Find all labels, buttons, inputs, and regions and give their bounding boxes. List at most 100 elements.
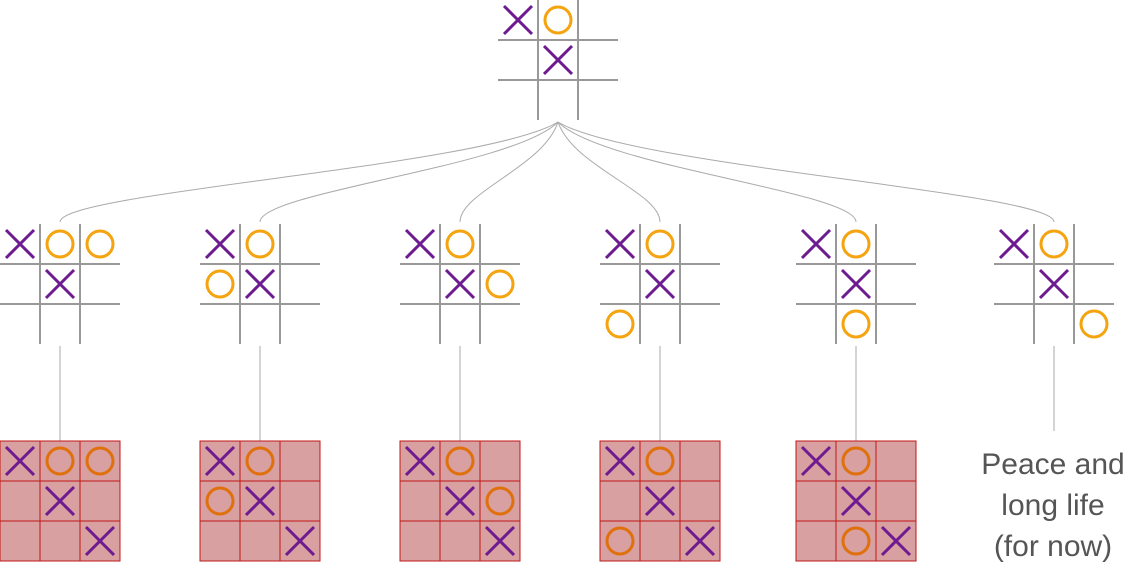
x-mark: [44, 268, 76, 300]
child-board-5: [796, 224, 916, 344]
root-board: [498, 0, 618, 120]
outcome-board-2: [199, 440, 321, 562]
x-stroke: [44, 485, 76, 517]
tree-edge: [557, 121, 1055, 223]
x-stroke: [84, 525, 116, 557]
outcome-board-1: [0, 440, 121, 562]
x-stroke: [502, 4, 534, 36]
o-mark: [841, 526, 871, 556]
x-mark: [244, 268, 276, 300]
x-stroke: [644, 268, 676, 300]
x-stroke: [840, 268, 872, 300]
x-mark: [244, 485, 276, 517]
x-stroke: [880, 525, 912, 557]
o-mark: [1039, 229, 1069, 259]
tree-edge: [459, 121, 559, 223]
x-mark: [444, 485, 476, 517]
x-stroke: [44, 268, 76, 300]
child-board-6: [994, 224, 1114, 344]
x-mark: [1038, 268, 1070, 300]
x-mark: [800, 228, 832, 260]
o-mark: [85, 229, 115, 259]
x-mark: [284, 525, 316, 557]
o-mark: [445, 229, 475, 259]
x-mark: [4, 445, 36, 477]
o-mark: [841, 229, 871, 259]
x-stroke: [204, 228, 236, 260]
x-mark: [840, 485, 872, 517]
child-board-2: [200, 224, 320, 344]
child-board-1: [0, 224, 120, 344]
o-mark: [245, 446, 275, 476]
x-mark: [84, 525, 116, 557]
o-mark: [543, 5, 573, 35]
o-mark: [1079, 309, 1109, 339]
x-mark: [644, 268, 676, 300]
x-stroke: [684, 525, 716, 557]
o-mark: [605, 526, 635, 556]
peace-caption: Peace and long life (for now): [981, 448, 1125, 563]
x-mark: [204, 445, 236, 477]
x-stroke: [204, 445, 236, 477]
x-stroke: [484, 525, 516, 557]
x-stroke: [284, 525, 316, 557]
x-mark: [4, 228, 36, 260]
x-mark: [204, 228, 236, 260]
o-mark: [605, 309, 635, 339]
o-mark: [645, 229, 675, 259]
x-stroke: [444, 268, 476, 300]
x-mark: [404, 445, 436, 477]
x-mark: [502, 4, 534, 36]
x-mark: [604, 228, 636, 260]
x-stroke: [1038, 268, 1070, 300]
x-stroke: [404, 445, 436, 477]
o-mark: [841, 446, 871, 476]
tree-boards: [0, 0, 1114, 562]
x-stroke: [244, 268, 276, 300]
tree-edge: [557, 121, 857, 223]
x-stroke: [244, 485, 276, 517]
x-mark: [542, 44, 574, 76]
x-stroke: [800, 228, 832, 260]
x-stroke: [444, 485, 476, 517]
x-mark: [604, 445, 636, 477]
x-stroke: [4, 228, 36, 260]
x-mark: [684, 525, 716, 557]
o-mark: [485, 486, 515, 516]
x-stroke: [604, 445, 636, 477]
x-mark: [840, 268, 872, 300]
child-board-3: [400, 224, 520, 344]
x-mark: [444, 268, 476, 300]
o-mark: [645, 446, 675, 476]
o-mark: [205, 269, 235, 299]
outcome-board-4: [599, 440, 721, 562]
tree-edge: [59, 121, 559, 223]
o-mark: [485, 269, 515, 299]
x-stroke: [404, 228, 436, 260]
o-mark: [445, 446, 475, 476]
outcome-board-3: [399, 440, 521, 562]
o-mark: [841, 309, 871, 339]
x-mark: [998, 228, 1030, 260]
o-mark: [205, 486, 235, 516]
tree-edge: [259, 121, 559, 223]
x-stroke: [644, 485, 676, 517]
x-mark: [880, 525, 912, 557]
x-stroke: [840, 485, 872, 517]
x-stroke: [4, 445, 36, 477]
x-stroke: [998, 228, 1030, 260]
x-mark: [404, 228, 436, 260]
o-mark: [45, 229, 75, 259]
tree-edge: [557, 121, 661, 223]
x-stroke: [542, 44, 574, 76]
o-mark: [85, 446, 115, 476]
x-mark: [800, 445, 832, 477]
o-mark: [45, 446, 75, 476]
o-mark: [245, 229, 275, 259]
child-board-4: [600, 224, 720, 344]
outcome-board-5: [795, 440, 917, 562]
x-stroke: [604, 228, 636, 260]
tree-edges: [59, 121, 1055, 441]
x-mark: [484, 525, 516, 557]
